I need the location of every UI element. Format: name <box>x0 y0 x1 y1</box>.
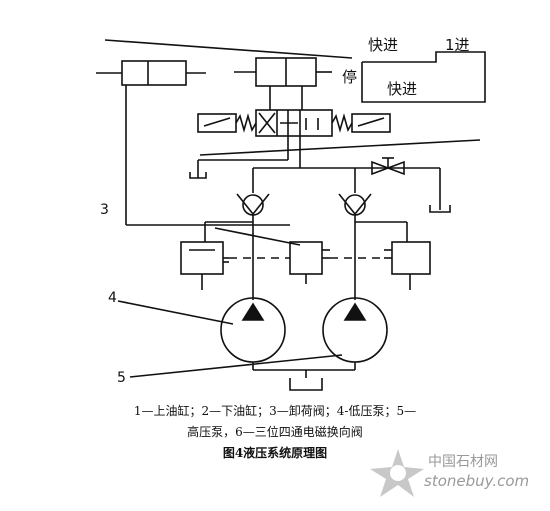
watermark-en: stonebuy.com <box>424 472 530 490</box>
throttle-valve <box>371 157 405 176</box>
label-number-3: 3 <box>100 202 109 218</box>
diagonal-line-middle <box>199 139 481 156</box>
figure-title: 图4液压系统原理图 <box>222 446 328 460</box>
caption-legend-line-1: 1—上油缸；2—下油缸；3—卸荷阀；4-低压泵；5— <box>133 404 417 418</box>
tank-symbol <box>189 172 207 179</box>
speed-cycle-diagram <box>361 51 486 103</box>
watermark: 中国石材网 stonebuy.com <box>366 445 530 501</box>
low-pressure-pump <box>220 297 286 363</box>
caption-legend-line-2: 高压泵，6—三位四通电磁换向阀 <box>187 425 363 439</box>
star-logo-icon <box>370 449 424 497</box>
leader-line-4 <box>117 300 234 325</box>
label-stop: 停 <box>342 68 357 86</box>
tank-symbol <box>429 205 451 213</box>
directional-valve <box>197 109 391 137</box>
watermark-cn: 中国石材网 <box>428 454 498 470</box>
label-1-in: 1进 <box>445 36 470 54</box>
label-number-4: 4 <box>108 290 117 306</box>
unloading-valve-left <box>180 241 229 275</box>
tank-symbol <box>289 378 323 391</box>
unloading-valve-middle <box>289 241 330 275</box>
label-fast-in-bottom: 快进 <box>387 80 417 98</box>
high-pressure-pump <box>322 297 388 363</box>
check-valve-left <box>236 193 270 216</box>
check-valve-right <box>338 193 372 216</box>
lower-cylinder <box>234 57 332 87</box>
leader-line-5 <box>129 354 343 378</box>
label-fast-in-top: 快进 <box>368 36 398 54</box>
label-number-5: 5 <box>117 370 126 386</box>
unloading-valve-right <box>384 241 431 275</box>
upper-cylinder <box>96 60 206 86</box>
diagonal-line-top <box>104 39 353 59</box>
